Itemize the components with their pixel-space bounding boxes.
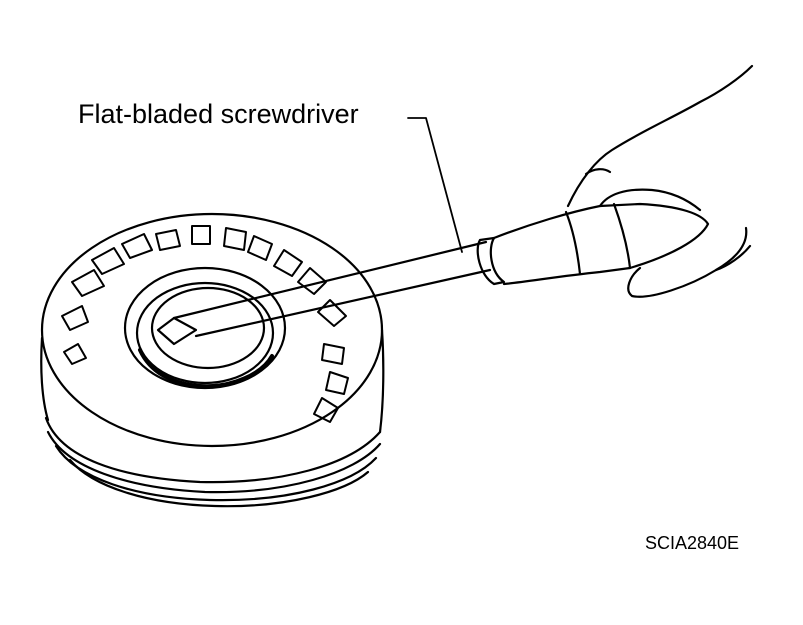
hand bbox=[566, 64, 754, 298]
drum-side-right bbox=[378, 328, 385, 434]
screwdriver bbox=[156, 202, 710, 346]
screwdriver-collar bbox=[476, 236, 506, 286]
drum-lower-edge-3 bbox=[44, 416, 382, 484]
screwdriver-handle bbox=[492, 202, 710, 286]
drum-slots bbox=[61, 225, 349, 423]
screwdriver-shaft-top bbox=[172, 240, 488, 320]
hand-finger-2 bbox=[714, 244, 752, 272]
drum-lower-edge-2 bbox=[46, 430, 382, 494]
screwdriver-tip bbox=[156, 316, 198, 346]
screwdriver-shaft-bottom bbox=[194, 268, 492, 338]
hub-shading bbox=[138, 348, 274, 389]
hand-fingers bbox=[627, 226, 748, 298]
callout-leader bbox=[407, 117, 463, 253]
hub-ring-inner bbox=[150, 286, 266, 370]
drum-side-left bbox=[40, 336, 50, 422]
drum-outer-rim bbox=[40, 212, 384, 448]
drum-lower-edge-0 bbox=[68, 458, 370, 508]
callout-screwdriver-label: Flat-bladed screwdriver bbox=[78, 99, 359, 129]
hand-knuckle bbox=[584, 168, 612, 176]
hand-outline bbox=[566, 64, 754, 208]
handle-ridge-1 bbox=[564, 210, 582, 276]
hub-ring-mid bbox=[135, 281, 275, 385]
drum-assembly bbox=[40, 212, 385, 508]
figure-code: SCIA2840E bbox=[645, 533, 740, 553]
handle-ridge-2 bbox=[612, 202, 632, 270]
drum-lower-edge-1 bbox=[54, 444, 378, 502]
hand-thumb bbox=[598, 188, 702, 212]
